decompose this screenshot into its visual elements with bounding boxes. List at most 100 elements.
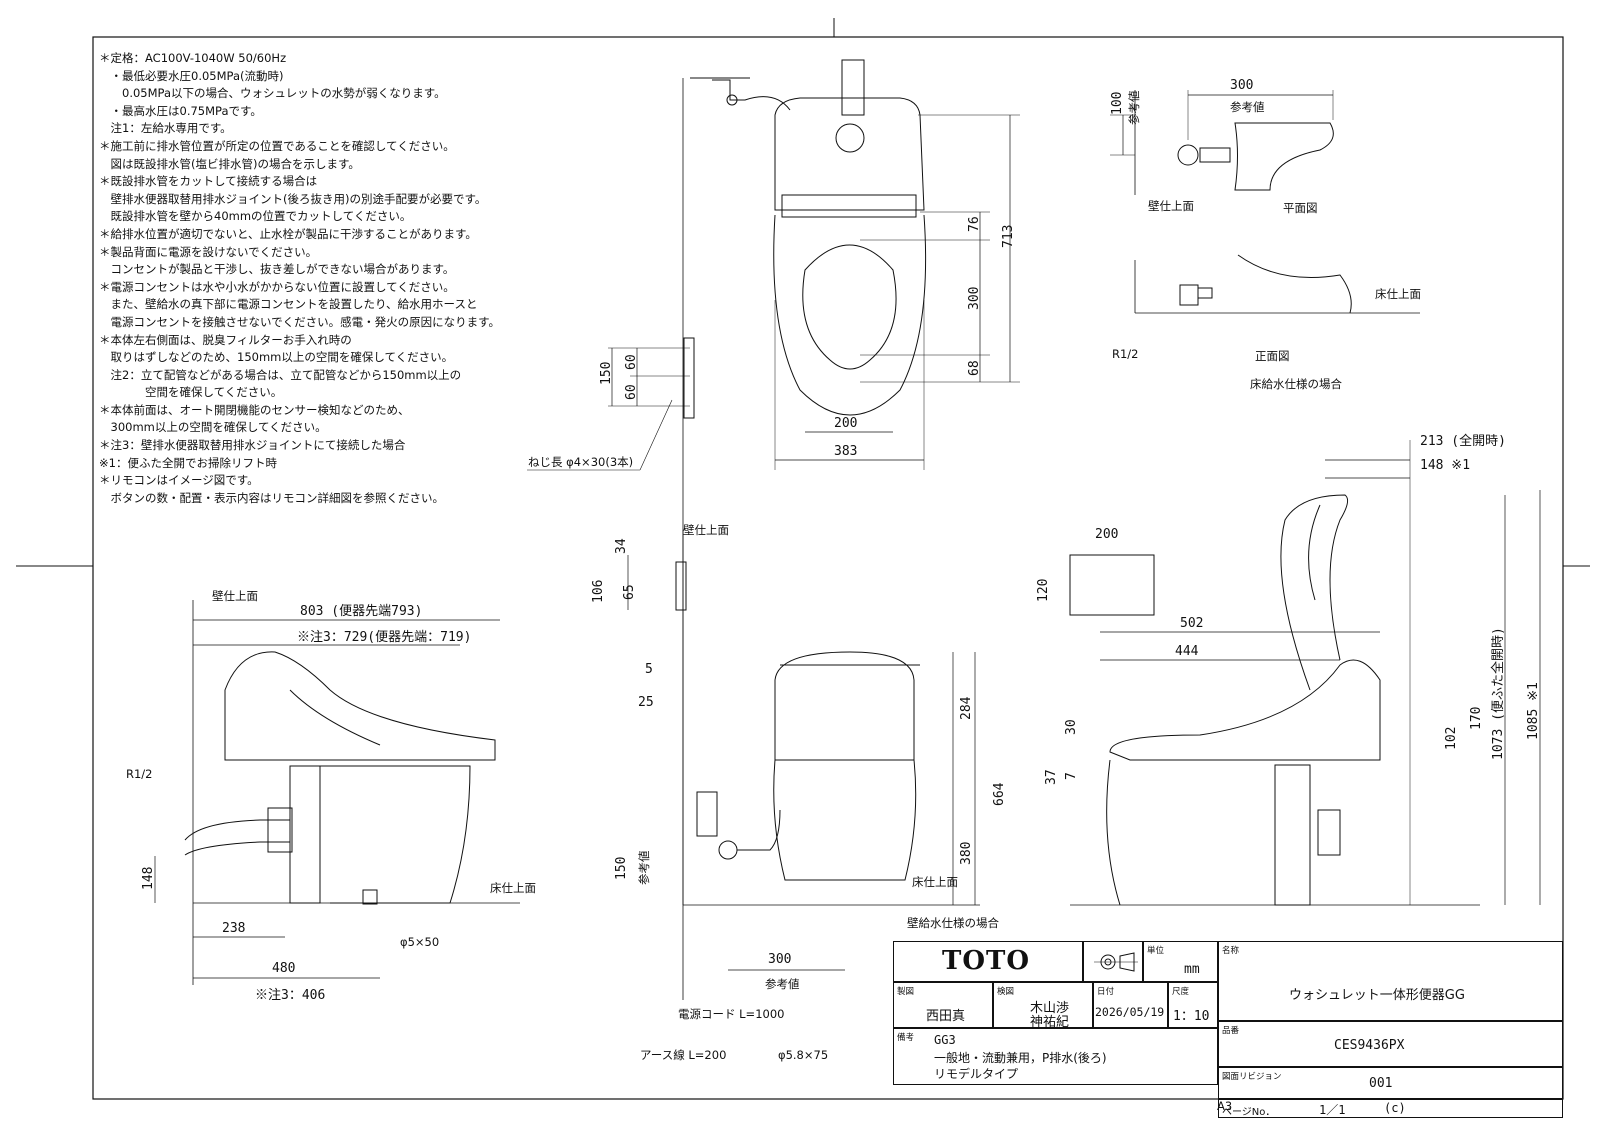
wall-supply-label: 壁給水仕様の場合	[907, 916, 999, 930]
dim-406: ※注3：406	[255, 988, 325, 1003]
floor-supply-views: 100 参考値 300 参考値 壁仕上面 平面図 床仕上面 R1/2 正面図 床…	[1110, 78, 1421, 391]
remark-2: 一般地・流動兼用，P排水(後ろ)	[934, 1051, 1107, 1065]
note-line: ＊電源コンセントは水や小水がかからない位置に設置してください。	[99, 279, 455, 294]
dim-300-vertical: 300	[967, 287, 982, 310]
dim-200: 200	[834, 416, 857, 431]
front-view: 壁仕上面 34 106 65 5 25 284 664 380 150 参考値 …	[591, 523, 1007, 1062]
wall-finish-plan: 壁仕上面	[1148, 199, 1194, 213]
logo-cell: TOTO	[893, 941, 1083, 982]
date-value: 2026/05/19	[1095, 1005, 1165, 1019]
dim-444: 444	[1175, 644, 1199, 659]
bowl-outline	[773, 214, 927, 416]
dim-480: 480	[272, 961, 295, 976]
floor-finish-front: 床仕上面	[912, 875, 958, 889]
dim-238: 238	[222, 921, 245, 936]
drawn-by: 西田真	[926, 1009, 966, 1024]
floor-supply-label: 床給水仕様の場合	[1250, 377, 1342, 391]
note-line: 取りはずしなどのため、150mm以上の空間を確保してください。	[99, 350, 454, 365]
dim-803: 803 (便器先端793)	[300, 604, 422, 619]
dim-102: 102	[1444, 727, 1459, 750]
dim-120: 120	[1036, 579, 1051, 602]
dim-106: 106	[591, 580, 606, 603]
top-view: 713 76 300 68 200 383 150 60 60 ねじ長 φ4×3…	[527, 59, 1020, 1000]
note-line: 空間を確保してください。	[99, 385, 283, 400]
floor-finish-side: 床仕上面	[490, 881, 536, 895]
name-cell: 名称 ウォシュレット一体形便器GG	[1218, 941, 1563, 1021]
dim-7: 7	[1064, 772, 1079, 780]
plan-view-label: 平面図	[1283, 201, 1318, 215]
dim-100: 100	[1110, 92, 1125, 115]
remark-3: リモデルタイプ	[934, 1067, 1019, 1081]
dim-76: 76	[967, 216, 982, 232]
page-value: 1／1	[1319, 1103, 1346, 1117]
dim-284: 284	[959, 696, 974, 720]
page-cell: ページNo． 1／1 (c)	[1218, 1099, 1563, 1118]
dim-148-side: 148	[141, 867, 156, 890]
note-line: ＊本体左右側面は、脱臭フィルターお手入れ時の	[99, 332, 352, 347]
note-line: 既設排水管を壁から40mmの位置でカットしてください。	[99, 209, 412, 224]
note-line: ＊製品背面に電源を設けないでください。	[99, 244, 318, 259]
phi58-label: φ5.8×75	[778, 1048, 828, 1062]
dim-34: 34	[614, 538, 629, 554]
revision-value: 001	[1369, 1076, 1393, 1091]
dim-713: 713	[1001, 225, 1016, 248]
checked-by-2: 神祐紀	[1030, 1015, 1070, 1030]
dim-200-remote: 200	[1095, 527, 1118, 542]
product-name: ウォシュレット一体形便器GG	[1289, 988, 1465, 1003]
note-line: ・最高水圧は0.75MPaです。	[99, 103, 262, 118]
note-line: 壁排水便器取替用排水ジョイント(後ろ抜き用)の別途手配要が必要です。	[99, 191, 487, 206]
model-cell: 品番 CES9436PX	[1218, 1021, 1563, 1067]
reference-label-plan: 参考値	[1127, 90, 1141, 125]
scale-value: 1：10	[1173, 1009, 1210, 1024]
note-line: ・最低必要水圧0.05MPa(流動時)	[99, 68, 284, 83]
power-cord-label: 電源コード L=1000	[678, 1007, 784, 1021]
dim-664: 664	[992, 782, 1007, 806]
front-view-label: 正面図	[1255, 349, 1290, 363]
dim-1085: 1085 ※1	[1526, 682, 1541, 740]
note-line: ＊給排水位置が適切でないと、止水栓が製品に干渉することがあります。	[99, 226, 477, 241]
note-line: また、壁給水の真下部に電源コンセントを設置したり、給水用ホースと	[99, 297, 478, 312]
scale-cell: 尺度 1：10	[1168, 982, 1218, 1028]
reference-label-top: 参考値	[1230, 100, 1265, 114]
notes-block: ＊定格：AC100V-1040W 50/60Hz ・最低必要水圧0.05MPa(…	[99, 50, 549, 507]
earth-wire-label: アース線 L=200	[640, 1048, 726, 1062]
dim-30: 30	[1064, 719, 1079, 735]
remarks-cell: 備考 GG3 一般地・流動兼用，P排水(後ろ) リモデルタイプ	[893, 1028, 1218, 1085]
dim-37: 37	[1044, 769, 1059, 785]
r12-label-small: R1/2	[1112, 347, 1139, 361]
title-block: TOTO 単位 mm 名称 ウォシュレット一体形便器GG 製図 西田真 検図 木…	[893, 941, 1563, 1118]
note-line: ＊施工前に排水管位置が所定の位置であることを確認してください。	[99, 138, 455, 153]
unit-cell: 単位 mm	[1143, 941, 1218, 982]
dim-383: 383	[834, 444, 857, 459]
reference-label-front: 参考値	[637, 850, 651, 885]
note-line: ＊既設排水管をカットして接続する場合は	[99, 174, 318, 189]
r12-label-side: R1/2	[126, 767, 153, 781]
floor-finish-front-small: 床仕上面	[1375, 287, 1421, 301]
projection-symbol-icon	[1094, 952, 1138, 972]
dim-300-front: 300	[768, 952, 791, 967]
note-line: 図は既設排水管(塩ビ排水管)の場合を示します。	[99, 156, 360, 171]
sheet-size-label: A3	[1217, 1099, 1232, 1113]
dim-502: 502	[1180, 616, 1203, 631]
note-line: コンセントが製品と干渉し、抜き差しができない場合があります。	[99, 262, 455, 277]
dim-68: 68	[967, 360, 982, 376]
note-line: 300mm以上の空間を確保してください。	[99, 420, 327, 435]
dim-380: 380	[959, 842, 974, 865]
seat-opening	[802, 244, 897, 370]
note-line: ＊定格：AC100V-1040W 50/60Hz	[99, 51, 287, 65]
drawn-cell: 製図 西田真	[893, 982, 993, 1028]
unit-value: mm	[1184, 962, 1200, 977]
note-line: 電源コンセントを接触させないでください。感電・発火の原因になります。	[99, 314, 501, 329]
phi5-label: φ5×50	[400, 935, 439, 949]
checked-cell: 検図 木山渉 神祐紀	[993, 982, 1093, 1030]
note-line: 0.05MPa以下の場合、ウォシュレットの水勢が弱くなります。	[99, 86, 446, 101]
dim-60-lower: 60	[624, 384, 639, 400]
dim-148-right: 148 ※1	[1420, 458, 1470, 473]
dim-5: 5	[645, 662, 653, 677]
dim-729: ※注3：729(便器先端：719)	[297, 630, 471, 645]
note-line: ＊本体前面は、オート開閉機能のセンサー検知などのため、	[99, 402, 410, 417]
toto-logo: TOTO	[942, 946, 1030, 976]
dim-1073: 1073 (便ふた全開時)	[1490, 627, 1506, 760]
dim-150-front: 150	[614, 857, 629, 880]
